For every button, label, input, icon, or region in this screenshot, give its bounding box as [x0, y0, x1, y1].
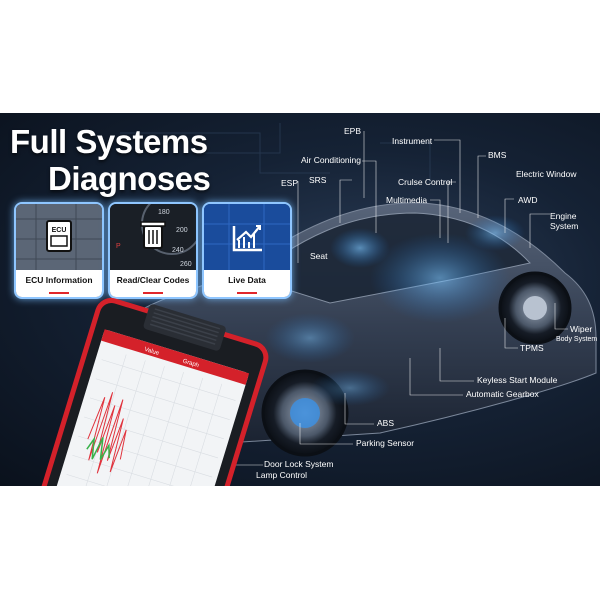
label-abs: ABS [377, 418, 395, 428]
chart-growth-icon [204, 204, 290, 270]
svg-text:P: P [116, 243, 121, 250]
label-bms: BMS [488, 150, 507, 160]
label-lamp-control: Lamp Control [256, 470, 308, 480]
label-air-conditioning: Air Conditioning [301, 155, 362, 165]
svg-text:180: 180 [158, 209, 170, 216]
card-live-data: Live Data [202, 202, 292, 299]
promo-banner: Full Systems Diagnoses ECU ECU Informati… [0, 113, 600, 486]
svg-text:240: 240 [172, 247, 184, 254]
card-caption-codes: Read/Clear Codes [116, 275, 190, 285]
label-keyless-start: Keyless Start Module [477, 375, 558, 385]
label-tpms: TPMS [520, 343, 544, 353]
label-parking-sensor: Parking Sensor [356, 438, 415, 448]
card-caption-live-data: Live Data [228, 275, 266, 285]
label-awd: AWD [518, 195, 538, 205]
headline-line-2: Diagnoses [48, 160, 211, 197]
headline: Full Systems Diagnoses [10, 123, 211, 197]
trash-icon: 180 200 240 260 P [110, 204, 196, 270]
label-wiper: Wiper [570, 324, 593, 334]
label-multimedia: Multimedia [386, 195, 428, 205]
diagnostic-tablet: Value Graph [35, 297, 269, 486]
label-cruise-control: Crulse Control [398, 177, 453, 187]
svg-text:260: 260 [180, 261, 192, 268]
label-door-lock: Door Lock System [264, 459, 334, 469]
label-epb: EPB [344, 126, 362, 136]
headline-line-1: Full Systems [10, 123, 208, 160]
card-read-clear-codes: 180 200 240 260 P Read/Clear Codes [108, 202, 198, 299]
ecu-icon-text: ECU [52, 227, 67, 234]
caption-accent-bar [236, 292, 258, 294]
label-engine: Engine [550, 211, 577, 221]
label-body-system: Body System [556, 336, 598, 343]
caption-accent-bar [48, 292, 70, 294]
tablet-tab-graph: Graph [182, 359, 200, 370]
label-electric-window: Electric Window [516, 169, 577, 179]
card-ecu-information: ECU ECU Information [14, 202, 104, 299]
ecu-chip-icon: ECU [16, 204, 102, 270]
tablet-tab-value: Value [144, 347, 161, 357]
label-instrument: Instrument [392, 136, 433, 146]
svg-text:200: 200 [176, 227, 188, 234]
label-engine-system: System [550, 221, 579, 231]
label-srs: SRS [309, 175, 327, 185]
label-esp: ESP [281, 178, 299, 188]
caption-accent-bar [142, 292, 164, 294]
label-automatic-gearbox: Automatic Gearbox [466, 389, 539, 399]
label-seat: Seat [310, 251, 328, 261]
card-caption-ecu: ECU Information [25, 275, 93, 285]
